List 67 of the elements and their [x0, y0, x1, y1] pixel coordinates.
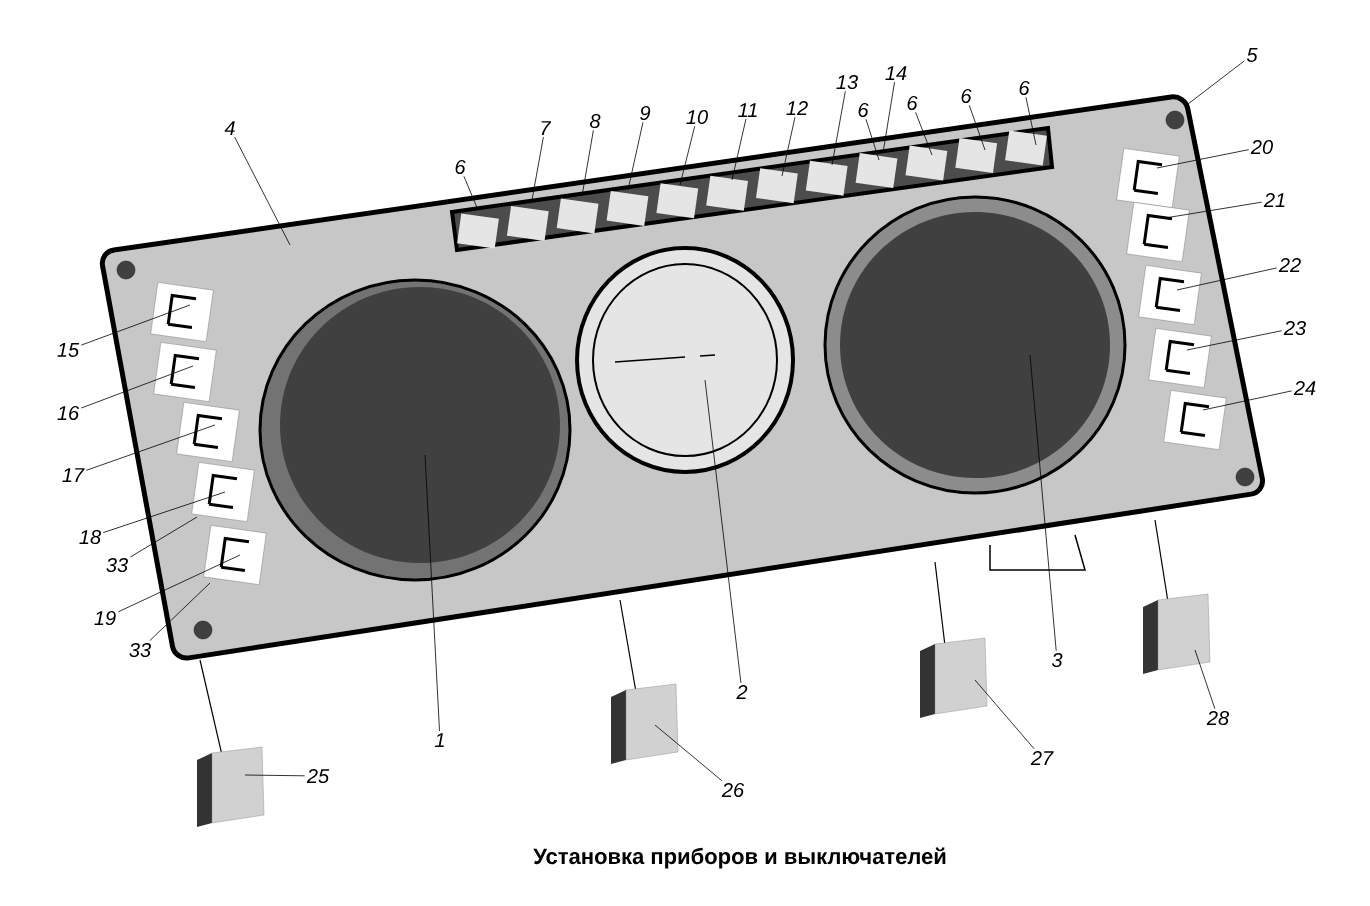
leader-line: [1202, 390, 1293, 411]
leader-line: [731, 118, 747, 181]
callout-number: 23: [1283, 320, 1306, 336]
callout-number: 11: [738, 103, 757, 117]
callout-number: 15: [57, 343, 80, 357]
leader-line: [1186, 330, 1283, 351]
leader-line: [1194, 649, 1216, 710]
leader-line: [704, 379, 742, 684]
callout-number: 20: [1250, 139, 1273, 155]
leader-line: [581, 129, 594, 197]
leader-line: [968, 104, 986, 151]
callout-number: 33: [106, 557, 128, 573]
callout-number: 5: [1246, 48, 1258, 62]
callout-number: 4: [224, 121, 235, 135]
leader-line: [234, 136, 291, 246]
callout-number: 26: [721, 782, 745, 798]
leader-line: [85, 424, 216, 471]
leader-line: [244, 774, 306, 777]
leader-line: [679, 125, 696, 186]
leader-line: [129, 516, 198, 558]
callout-number: 8: [590, 113, 601, 129]
leader-line: [974, 679, 1035, 750]
callout-number: 19: [94, 610, 116, 626]
callout-number: 6: [858, 102, 869, 118]
callout-number: 1: [434, 733, 444, 747]
leader-line: [654, 724, 723, 782]
callout-number: 17: [62, 468, 85, 482]
callout-number: 22: [1278, 258, 1301, 272]
callout-number: 18: [79, 529, 101, 545]
callout-number: 24: [1293, 381, 1316, 395]
callout-number: 7: [541, 121, 552, 135]
leader-line: [865, 118, 880, 161]
callout-number: 28: [1206, 710, 1229, 726]
leader-line: [1025, 96, 1037, 146]
leader-line: [531, 136, 544, 201]
leader-line: [117, 554, 241, 613]
leader-line: [781, 116, 796, 177]
callout-number: 16: [57, 405, 80, 421]
callout-number: 9: [640, 105, 651, 121]
leader-line: [1029, 354, 1057, 652]
callout-number: 27: [1030, 751, 1054, 765]
callout-number: 6: [961, 88, 972, 104]
callout-number: 13: [836, 74, 858, 90]
callout-number: 6: [1019, 80, 1030, 96]
callout-number: 10: [686, 109, 708, 125]
leader-line: [149, 582, 211, 642]
callout-number: 33: [129, 642, 151, 658]
caption: Установка приборов и выключателей: [533, 847, 946, 869]
leader-line: [102, 491, 226, 533]
callout-number: 3: [1051, 652, 1063, 668]
leader-line: [627, 121, 644, 191]
leader-line: [424, 454, 440, 732]
leader-line: [80, 365, 194, 409]
callout-number: 6: [907, 95, 918, 111]
leader-line: [1164, 201, 1263, 219]
leader-line: [1176, 267, 1278, 291]
leader-line: [1187, 60, 1245, 105]
leader-line: [1156, 149, 1250, 169]
callout-number: 25: [306, 768, 330, 784]
callout-number: 14: [885, 66, 907, 80]
callout-number: 21: [1263, 193, 1285, 207]
callout-number: 6: [455, 159, 466, 175]
leader-line: [915, 111, 933, 156]
leader-line: [80, 304, 191, 346]
callout-number: 2: [736, 685, 748, 699]
callout-number: 12: [786, 101, 808, 115]
leader-line: [831, 90, 846, 166]
